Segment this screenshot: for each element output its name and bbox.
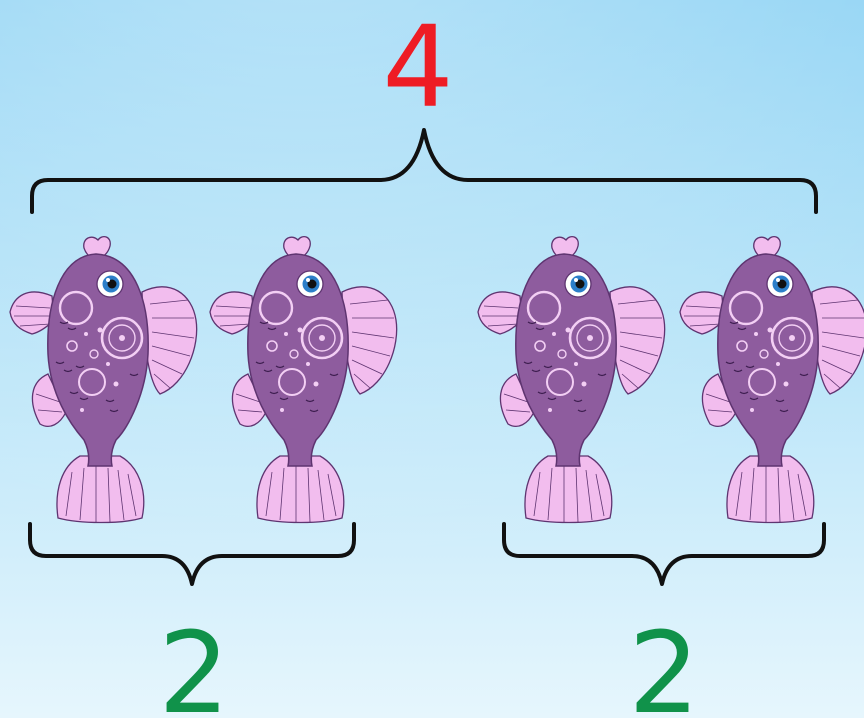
group-left-number: 2 [158, 609, 229, 718]
total-number: 4 [382, 3, 453, 133]
group-left-bracket [28, 522, 356, 586]
total-bracket [30, 128, 818, 214]
group-right-bracket [502, 522, 826, 586]
group-right-number: 2 [628, 609, 699, 718]
